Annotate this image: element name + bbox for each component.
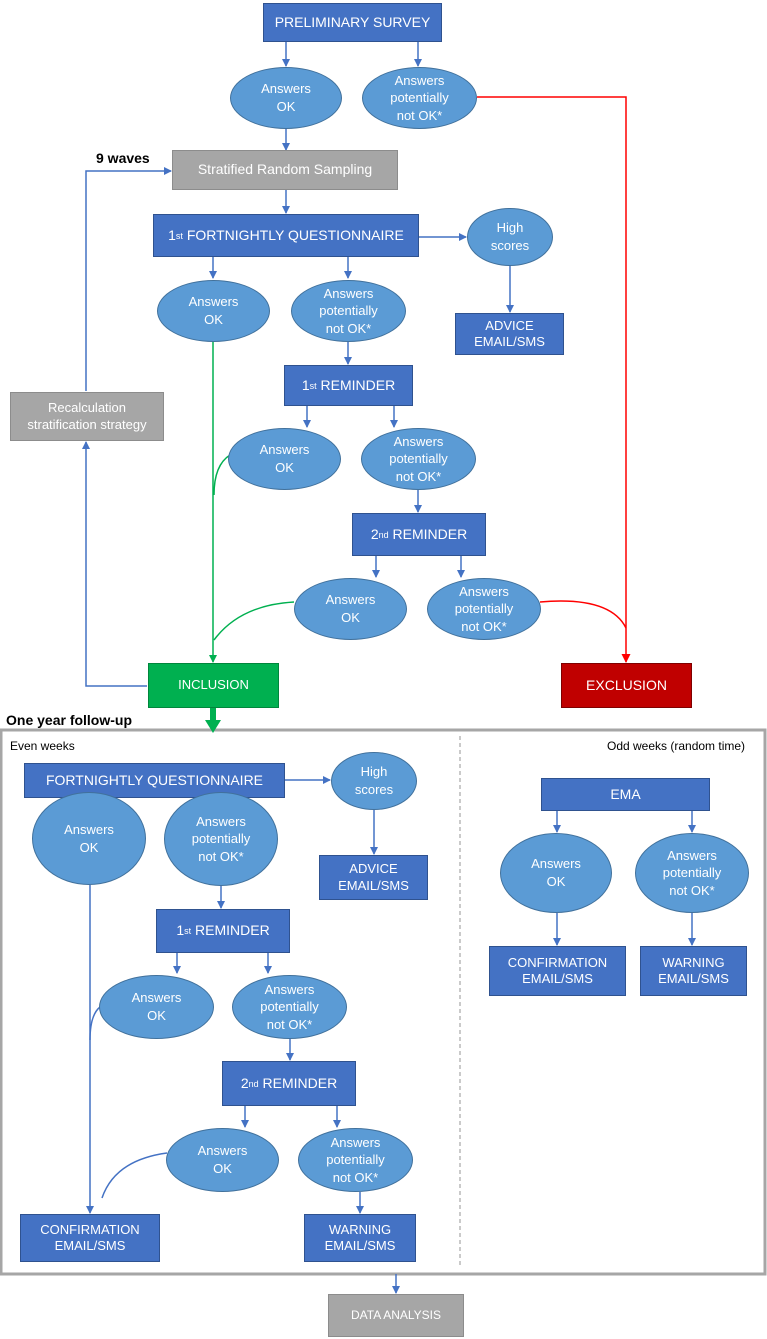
advice-box: ADVICE EMAIL/SMS <box>455 313 564 355</box>
data-analysis-box: DATA ANALYSIS <box>328 1294 464 1337</box>
advice-box: ADVICE EMAIL/SMS <box>319 855 428 900</box>
recalculation-box: Recalculation stratification strategy <box>10 392 164 441</box>
answers-ok-oval: Answers OK <box>99 975 214 1039</box>
even-weeks-label: Even weeks <box>10 739 75 753</box>
answers-ok-oval: Answers OK <box>157 280 270 342</box>
answers-ok-oval: Answers OK <box>500 833 612 913</box>
answers-not-ok-oval: Answers potentially not OK* <box>635 833 749 913</box>
followup-label: One year follow-up <box>6 712 133 728</box>
reminder-label: REMINDER <box>392 525 468 542</box>
connector <box>101 1152 168 1199</box>
stratified-sampling-box: Stratified Random Sampling <box>172 150 398 190</box>
first-fortnightly-label: FORTNIGHTLY QUESTIONNAIRE <box>186 226 404 243</box>
first-ordinal: 1 <box>168 226 176 243</box>
reminder-label: REMINDER <box>262 1074 338 1091</box>
high-scores-oval: High scores <box>331 752 417 810</box>
answers-ok-oval: Answers OK <box>294 578 407 640</box>
answers-ok-oval: Answers OK <box>32 792 146 885</box>
answers-not-ok-oval: Answers potentially not OK* <box>361 428 476 490</box>
confirmation-box: CONFIRMATION EMAIL/SMS <box>489 946 626 996</box>
answers-not-ok-oval: Answers potentially not OK* <box>427 578 541 640</box>
warning-box: WARNING EMAIL/SMS <box>304 1214 416 1262</box>
answers-ok-oval: Answers OK <box>228 428 341 490</box>
reminder-ordinal: 2 <box>240 1074 249 1091</box>
inclusion-box: INCLUSION <box>148 663 279 708</box>
answers-not-ok-oval: Answers potentially not OK* <box>362 67 477 129</box>
exclusion-box: EXCLUSION <box>561 663 692 708</box>
exclusion-path <box>539 600 627 629</box>
answers-not-ok-oval: Answers potentially not OK* <box>164 792 278 886</box>
connector <box>82 441 147 687</box>
warning-box: WARNING EMAIL/SMS <box>640 946 747 996</box>
exclusion-path <box>477 96 631 663</box>
high-scores-oval: High scores <box>467 208 553 266</box>
fortnightly-questionnaire-box: FORTNIGHTLY QUESTIONNAIRE <box>24 763 285 798</box>
reminder-ordinal: 1 <box>301 376 310 393</box>
followup-frame <box>0 728 767 1276</box>
inclusion-path <box>213 454 231 496</box>
connector <box>85 167 172 391</box>
reminder-ordinal: 2 <box>370 525 379 542</box>
reminder-label: REMINDER <box>195 922 270 939</box>
answers-ok-oval: Answers OK <box>230 67 342 129</box>
answers-not-ok-oval: Answers potentially not OK* <box>298 1128 413 1192</box>
preliminary-survey-box: PRELIMINARY SURVEY <box>263 3 442 42</box>
ema-box: EMA <box>541 778 710 811</box>
answers-not-ok-oval: Answers potentially not OK* <box>232 975 347 1039</box>
reminder-ordinal: 1 <box>176 922 185 939</box>
followup-arrow-head <box>205 720 221 733</box>
inclusion-path <box>213 601 295 641</box>
reminder-label: REMINDER <box>320 376 396 393</box>
answers-ok-oval: Answers OK <box>166 1128 279 1192</box>
answers-not-ok-oval: Answers potentially not OK* <box>291 280 406 342</box>
odd-weeks-label: Odd weeks (random time) <box>607 739 746 753</box>
confirmation-box: CONFIRMATION EMAIL/SMS <box>20 1214 160 1262</box>
connector <box>89 1006 101 1041</box>
waves-label: 9 waves <box>96 150 150 166</box>
